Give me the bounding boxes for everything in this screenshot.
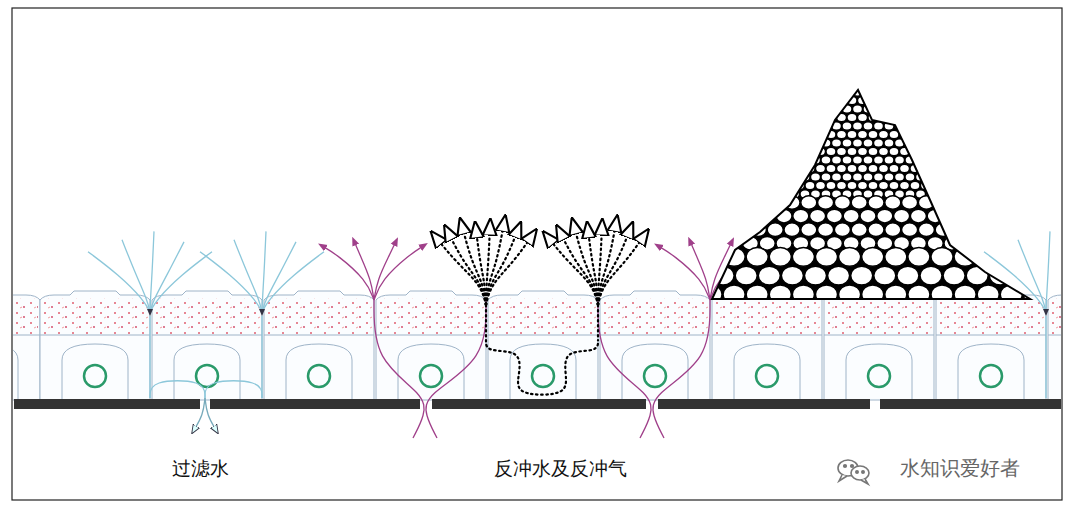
flow-label: 过滤水	[172, 457, 229, 480]
base-slab	[14, 399, 1061, 409]
flow-lines	[88, 223, 1050, 438]
gravel-pile	[689, 80, 1045, 310]
underdrain-blocks	[13, 291, 1061, 400]
watermark-icon	[838, 460, 869, 484]
gravel-outline	[712, 90, 1030, 299]
frame	[12, 8, 1062, 500]
watermark: 水知识爱好者	[900, 456, 1020, 480]
flow-label: 反冲水及反冲气	[494, 457, 627, 480]
